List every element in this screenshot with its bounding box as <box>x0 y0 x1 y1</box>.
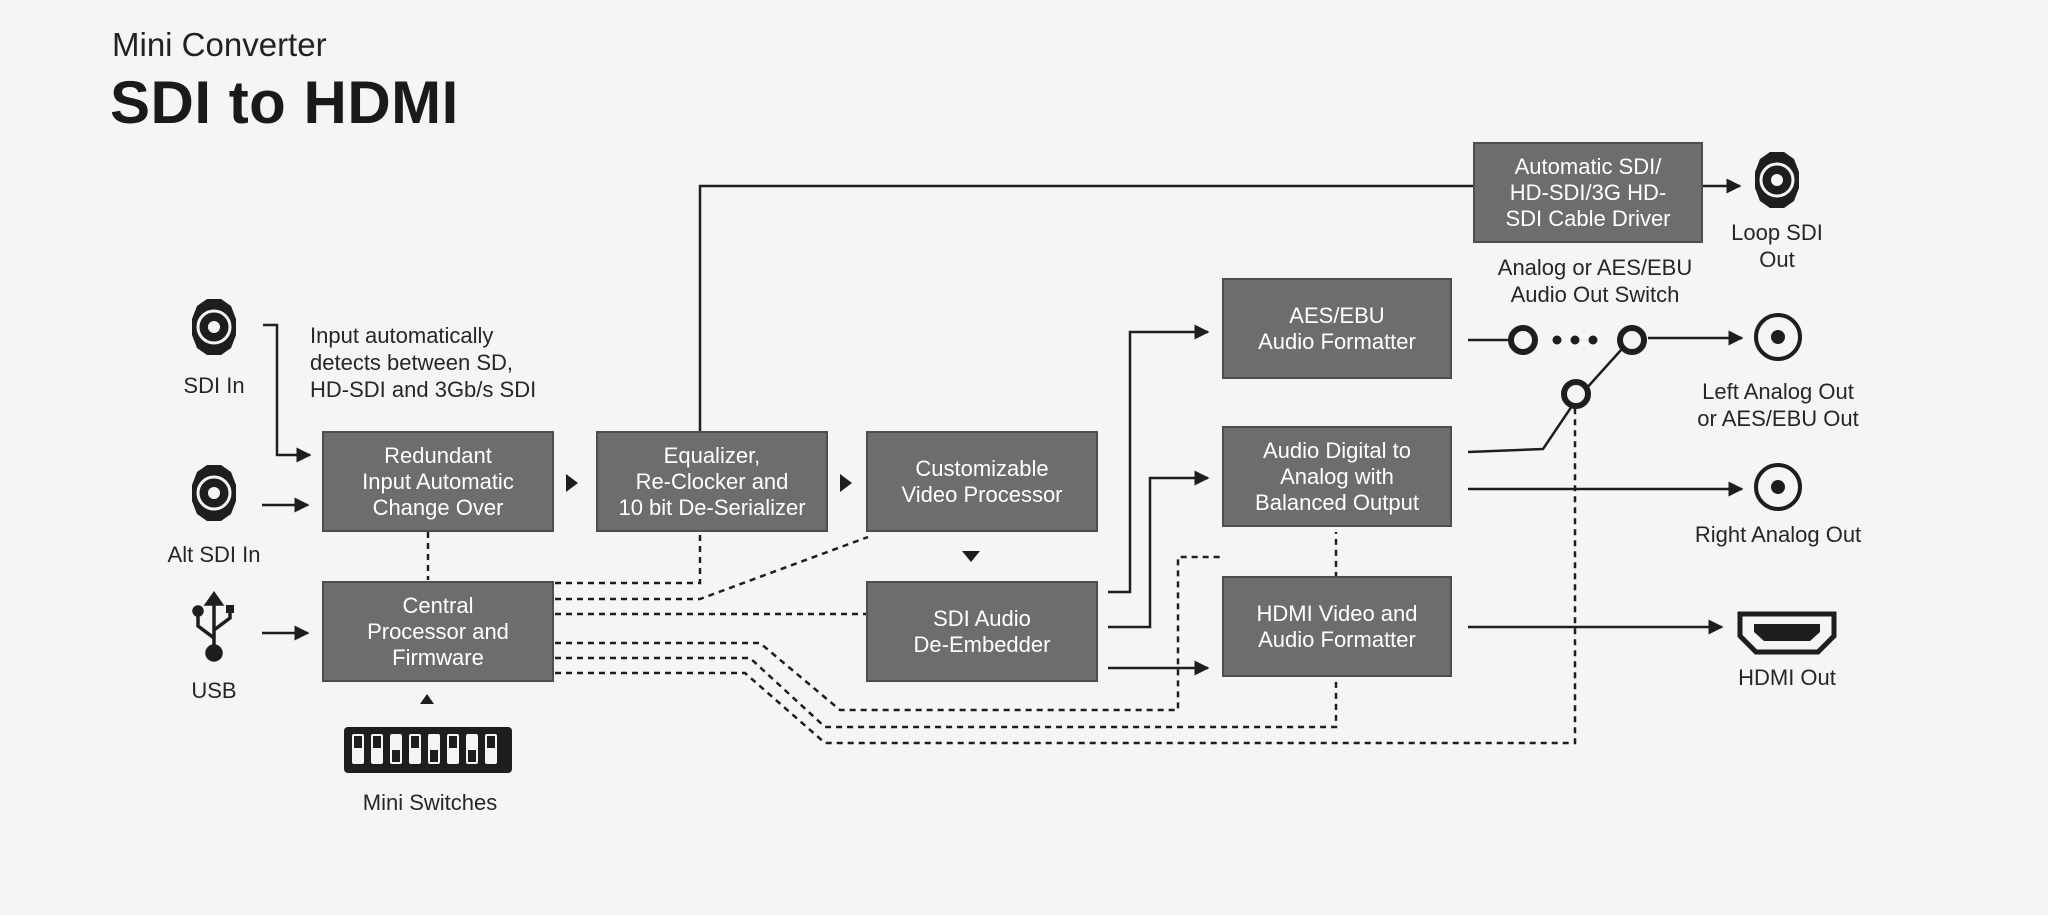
central-videoproc-dash <box>555 535 869 601</box>
audio-switch-label: Analog or AES/EBU Audio Out Switch <box>1497 255 1693 307</box>
loop-feed-line <box>698 184 1473 433</box>
right-analog-out-label: Right Analog Out <box>1694 522 1862 547</box>
left-analog-out-label: Left Analog Out or AES/EBU Out <box>1697 379 1859 431</box>
mini-switches-label: Mini Switches <box>362 790 498 815</box>
diagram-title: SDI to HDMI <box>110 69 459 136</box>
arrow-to-equalizer <box>566 474 578 492</box>
usb-label: USB <box>191 678 237 703</box>
switch-dot <box>1588 335 1598 345</box>
bnc-connector-icon <box>192 299 236 355</box>
dip-switch-icon <box>344 727 512 773</box>
rca-connector-icon <box>1754 463 1802 511</box>
bnc-connector-icon <box>1755 152 1799 208</box>
flow-arrows <box>420 474 980 704</box>
cable-driver-block: Automatic SDI/ HD-SDI/3G HD- SDI Cable D… <box>1473 142 1703 243</box>
switch-contact-out <box>1617 325 1647 355</box>
switch-dot <box>1552 335 1562 345</box>
loop-sdi-out-label: Loop SDI Out <box>1731 220 1823 272</box>
arrow-to-video-proc <box>840 474 852 492</box>
rca-connector-icon <box>1754 313 1802 361</box>
video-processor-block: Customizable Video Processor <box>866 431 1098 532</box>
input-detect-note: Input automatically detects between SD, … <box>310 323 537 402</box>
switch-contact-aes <box>1508 325 1538 355</box>
audio-deembedder-block: SDI Audio De-Embedder <box>866 581 1098 682</box>
sdi-in-label: SDI In <box>183 373 245 398</box>
switch-contact-analog <box>1561 379 1591 409</box>
central-equalizer-dash <box>555 532 702 585</box>
arrow-from-switches <box>420 694 434 704</box>
switch-dot <box>1570 335 1580 345</box>
redundant-input-block: Redundant Input Automatic Change Over <box>322 431 554 532</box>
bnc-connector-icon <box>192 465 236 521</box>
diagram-subtitle: Mini Converter <box>112 26 327 63</box>
audio-switch <box>1508 325 1647 409</box>
dac-block: Audio Digital to Analog with Balanced Ou… <box>1222 426 1452 527</box>
aes-formatter-block: AES/EBU Audio Formatter <box>1222 278 1452 379</box>
central-switch-dash <box>555 408 1577 745</box>
deembed-to-dac-line <box>1108 470 1210 629</box>
equalizer-block: Equalizer, Re-Clocker and 10 bit De-Seri… <box>596 431 828 532</box>
arrow-to-deembedder <box>962 551 980 562</box>
central-processor-block: Central Processor and Firmware <box>322 581 554 682</box>
hdmi-out-label: HDMI Out <box>1738 665 1836 690</box>
signal-paths <box>262 178 1744 676</box>
central-hdmi-dash <box>555 555 1224 712</box>
usb-icon <box>192 590 234 662</box>
sdi-in-to-redundant-line <box>263 323 312 463</box>
deembed-to-aes-line <box>1108 324 1210 594</box>
alt-sdi-in-label: Alt SDI In <box>167 542 261 567</box>
hdmi-port-icon <box>1737 611 1837 655</box>
switch-lever-line <box>1467 339 1631 454</box>
hdmi-formatter-block: HDMI Video and Audio Formatter <box>1222 576 1452 677</box>
